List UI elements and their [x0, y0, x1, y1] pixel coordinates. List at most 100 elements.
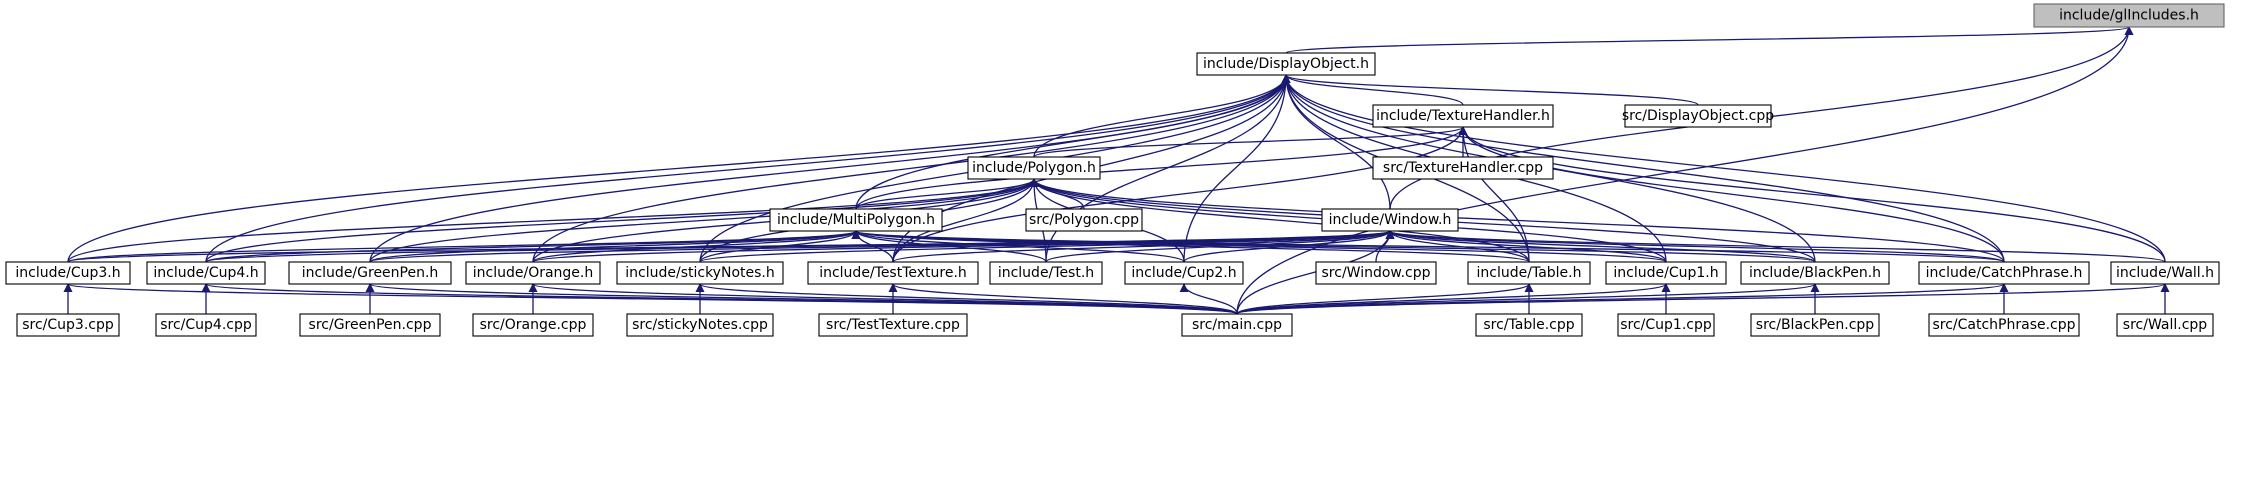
- edge-wall-to-texturehandler: [1458, 126, 2166, 263]
- node-label: src/Polygon.cpp: [1029, 212, 1139, 228]
- node-label: src/Cup1.cpp: [1620, 317, 1712, 333]
- node-label: src/DisplayObject.cpp: [1622, 108, 1774, 124]
- node-wall[interactable]: include/Wall.h: [2110, 261, 2220, 285]
- node-test[interactable]: include/Test.h: [989, 261, 1103, 285]
- edge-blackpen-to-window: [1385, 230, 1816, 263]
- edge-catchphrase-to-texturehandler: [1458, 126, 2005, 263]
- node-label: src/Wall.cpp: [2123, 317, 2207, 333]
- node-label: include/glIncludes.h: [2059, 8, 2199, 24]
- node-cup1[interactable]: include/Cup1.h: [1605, 261, 1727, 285]
- edge-main-cpp-to-testtexture: [888, 283, 1238, 315]
- node-cup2[interactable]: include/Cup2.h: [1124, 261, 1244, 285]
- edge-cup3-to-displayobject: [67, 74, 1291, 263]
- edge-cup4-to-multipolygon: [205, 230, 861, 263]
- edge-main-cpp-to-greenpen: [365, 283, 1238, 315]
- edge-multipolygon-to-polygon: [855, 178, 1039, 210]
- file-nodes: include/glIncludes.h include/DisplayObje…: [5, 3, 2225, 337]
- edge-cup2-to-displayobject: [1183, 74, 1291, 263]
- node-cup1-cpp[interactable]: src/Cup1.cpp: [1617, 313, 1715, 337]
- node-stickynotes-cpp[interactable]: src/stickyNotes.cpp: [626, 313, 774, 337]
- edge-window-to-displayobject: [1281, 74, 1391, 210]
- node-label: src/stickyNotes.cpp: [632, 317, 768, 333]
- node-label: src/TextureHandler.cpp: [1383, 160, 1543, 176]
- edge-polygon-to-displayobject: [1033, 74, 1291, 158]
- node-label: src/main.cpp: [1192, 317, 1282, 333]
- edge-main-cpp-to-cup2: [1179, 283, 1238, 315]
- edge-texturehandler-to-displayobject: [1281, 74, 1464, 106]
- edge-cup2-to-window: [1183, 230, 1395, 263]
- node-label: src/Window.cpp: [1322, 265, 1431, 281]
- edge-catchphrase-to-polygon: [1029, 178, 2005, 263]
- edge-testtexture-to-polygon: [892, 178, 1039, 263]
- node-cup4[interactable]: include/Cup4.h: [146, 261, 266, 285]
- node-label: include/Cup1.h: [1613, 265, 1718, 281]
- node-greenpen-cpp[interactable]: src/GreenPen.cpp: [299, 313, 441, 337]
- node-label: include/Table.h: [1477, 265, 1582, 281]
- node-label: include/Cup2.h: [1131, 265, 1236, 281]
- edge-displayobject-to-glincludes: [1285, 26, 2133, 54]
- edge-cup3-to-polygon: [67, 178, 1039, 263]
- node-label: include/GreenPen.h: [302, 265, 439, 281]
- node-label: src/BlackPen.cpp: [1756, 317, 1874, 333]
- node-blackpen-cpp[interactable]: src/BlackPen.cpp: [1750, 313, 1880, 337]
- edge-greenpen-to-polygon: [369, 178, 1039, 263]
- edge-main-cpp-to-window: [1236, 230, 1395, 315]
- node-cup3-cpp[interactable]: src/Cup3.cpp: [16, 313, 120, 337]
- node-cup4-cpp[interactable]: src/Cup4.cpp: [155, 313, 257, 337]
- node-label: include/TextureHandler.h: [1376, 108, 1550, 124]
- edge-catchphrase-to-window: [1385, 230, 2005, 263]
- node-label: include/DisplayObject.h: [1203, 56, 1369, 72]
- edge-main-cpp-to-blackpen: [1236, 283, 1820, 315]
- node-testtexture[interactable]: include/TestTexture.h: [807, 261, 979, 285]
- node-displayobject-cpp[interactable]: src/DisplayObject.cpp: [1622, 104, 1774, 128]
- node-table-cpp[interactable]: src/Table.cpp: [1475, 313, 1583, 337]
- edge-main-cpp-to-orange: [528, 283, 1238, 315]
- node-displayobject[interactable]: include/DisplayObject.h: [1196, 52, 1376, 76]
- node-label: include/Test.h: [998, 265, 1094, 281]
- node-label: src/CatchPhrase.cpp: [1932, 317, 2075, 333]
- node-polygon-cpp[interactable]: src/Polygon.cpp: [1025, 208, 1143, 232]
- edge-multipolygon-to-texturehandler: [855, 126, 1468, 210]
- node-window-cpp[interactable]: src/Window.cpp: [1315, 261, 1437, 285]
- node-label: src/Orange.cpp: [480, 317, 587, 333]
- node-catchphrase[interactable]: include/CatchPhrase.h: [1918, 261, 2090, 285]
- node-texturehandler-cpp[interactable]: src/TextureHandler.cpp: [1372, 156, 1554, 180]
- node-catchphrase-cpp[interactable]: src/CatchPhrase.cpp: [1928, 313, 2080, 337]
- edge-main-cpp-to-wall: [1236, 283, 2169, 315]
- edge-stickynotes-to-window: [699, 230, 1395, 263]
- edge-greenpen-to-multipolygon: [369, 230, 861, 263]
- node-multipolygon[interactable]: include/MultiPolygon.h: [769, 208, 943, 232]
- node-table[interactable]: include/Table.h: [1467, 261, 1591, 285]
- node-window[interactable]: include/Window.h: [1321, 208, 1459, 232]
- node-cup3[interactable]: include/Cup3.h: [5, 261, 131, 285]
- node-blackpen[interactable]: include/BlackPen.h: [1740, 261, 1890, 285]
- edge-polygon-to-texturehandler: [1033, 126, 1468, 158]
- node-main-cpp[interactable]: src/main.cpp: [1181, 313, 1293, 337]
- node-label: include/Cup3.h: [15, 265, 120, 281]
- node-orange-cpp[interactable]: src/Orange.cpp: [472, 313, 594, 337]
- edge-orange-to-window: [532, 230, 1395, 263]
- edge-main-cpp-to-stickynotes: [695, 283, 1238, 315]
- node-label: include/stickyNotes.h: [625, 265, 774, 281]
- node-testtexture-cpp[interactable]: src/TestTexture.cpp: [818, 313, 968, 337]
- node-stickynotes[interactable]: include/stickyNotes.h: [616, 261, 784, 285]
- node-label: src/Cup3.cpp: [22, 317, 114, 333]
- node-greenpen[interactable]: include/GreenPen.h: [288, 261, 452, 285]
- node-label: include/TestTexture.h: [819, 265, 967, 281]
- node-label: include/BlackPen.h: [1749, 265, 1881, 281]
- node-wall-cpp[interactable]: src/Wall.cpp: [2116, 313, 2214, 337]
- node-texturehandler[interactable]: include/TextureHandler.h: [1372, 104, 1554, 128]
- edge-testtexture-to-window: [892, 230, 1395, 263]
- edge-main-cpp-to-glincludes: [1236, 26, 2134, 315]
- edge-table-to-window: [1385, 230, 1530, 263]
- edge-main-cpp-to-catchphrase: [1236, 283, 2009, 315]
- node-label: src/GreenPen.cpp: [309, 317, 432, 333]
- edge-wall-to-window: [1385, 230, 2166, 263]
- edge-cup4-to-polygon: [205, 178, 1039, 263]
- node-orange[interactable]: include/Orange.h: [465, 261, 601, 285]
- node-glincludes[interactable]: include/glIncludes.h: [2033, 3, 2225, 28]
- edge-catchphrase-to-displayobject: [1281, 74, 2005, 263]
- edge-displayobject-cpp-to-displayobject: [1281, 74, 1699, 106]
- node-label: include/Wall.h: [2116, 265, 2214, 281]
- node-polygon[interactable]: include/Polygon.h: [967, 156, 1101, 180]
